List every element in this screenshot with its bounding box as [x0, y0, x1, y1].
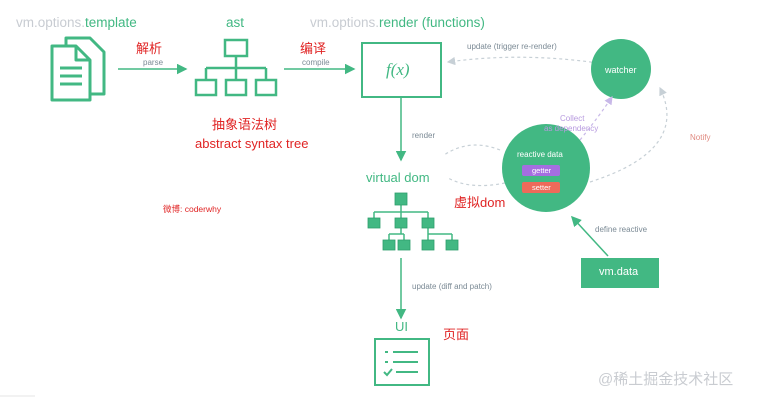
ast-title: ast [226, 15, 245, 30]
collect-label-1: Collect [560, 114, 585, 123]
template-doc-icon [50, 36, 106, 102]
ast-en-label: abstract syntax tree [195, 136, 309, 151]
define-reactive-arrow [570, 215, 609, 257]
setter-badge [522, 182, 560, 193]
ui-page-icon [374, 338, 430, 386]
render-word: render (functions) [379, 15, 485, 30]
update-diff-label: update (diff and patch) [412, 282, 492, 291]
getter-label: getter [532, 166, 552, 175]
parse-cn-label: 解析 [136, 41, 163, 56]
vm-data-label: vm.data [599, 266, 639, 278]
vm-data-box [581, 258, 659, 288]
template-word: template [85, 15, 137, 30]
watcher-label: watcher [605, 65, 637, 75]
render-prefix: vm.options. [310, 15, 380, 30]
weibo-label: 微博: coderwhy [163, 204, 222, 214]
notify-label: Notify [690, 133, 711, 142]
template-prefix: vm.options. [16, 15, 86, 30]
watermark-label: @稀土掘金技术社区 [598, 371, 734, 388]
watcher-circle [591, 39, 651, 99]
getter-badge [522, 165, 560, 176]
compile-cn-label: 编译 [300, 41, 327, 56]
virtual-dom-label: virtual dom [366, 170, 430, 185]
fx-label: f(x) [386, 60, 410, 79]
collect-label-2: as dependency [544, 124, 599, 133]
vdom-to-reactive-dashed [447, 177, 506, 187]
collect-dependency-arrow [579, 96, 613, 141]
define-reactive-label: define reactive [595, 225, 648, 234]
render-function-box [361, 42, 442, 98]
virtual-dom-tree-icon [367, 192, 459, 251]
render-title: vm.options.render (functions) [310, 16, 485, 30]
reactive-data-label: reactive data [517, 150, 563, 159]
virtual-dom-cn-label: 虚拟dom [454, 195, 506, 210]
notify-arrow [589, 86, 668, 183]
update-trigger-arrow [446, 56, 599, 66]
setter-label: setter [532, 183, 551, 192]
parse-label: parse [143, 58, 164, 67]
page-cn-label: 页面 [443, 327, 470, 342]
update-trigger-label: update (trigger re-render) [467, 42, 557, 51]
compile-label: compile [302, 58, 330, 67]
render-label: render [412, 131, 436, 140]
ui-label: UI [395, 319, 408, 334]
reactive-to-vdom-dashed [443, 144, 501, 156]
ast-tree-icon [194, 38, 278, 97]
template-title: vm.options.template [16, 16, 137, 30]
ast-cn-label: 抽象语法树 [212, 117, 278, 132]
